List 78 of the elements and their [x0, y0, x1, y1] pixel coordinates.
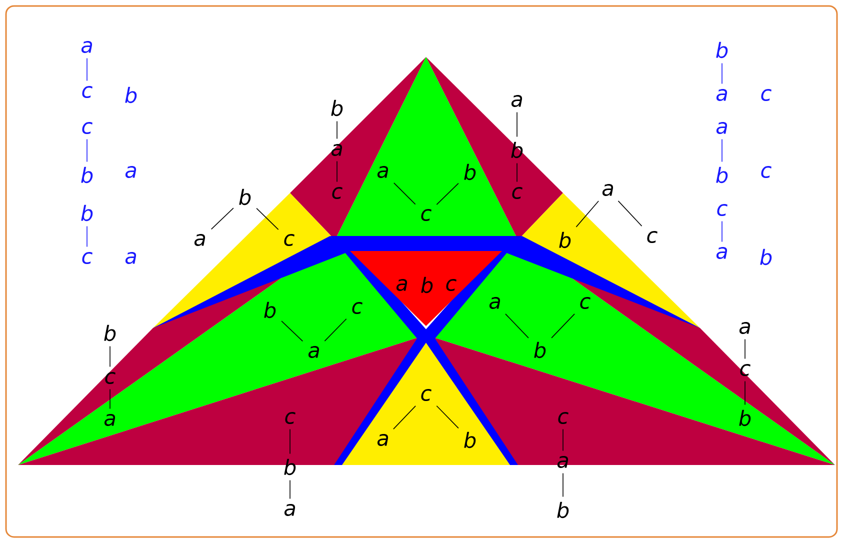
vertex-letter: a	[489, 296, 500, 309]
hasse-line	[516, 162, 518, 182]
vertex-letter: c	[421, 208, 432, 221]
vertex-letter: c	[740, 364, 750, 376]
hasse-line	[394, 182, 416, 205]
letter: b	[125, 86, 137, 104]
vertex-letter: a	[104, 414, 116, 426]
vertex-letter: a	[331, 144, 342, 156]
vertex-letter: c	[352, 302, 362, 314]
vertex-letter: c	[558, 412, 568, 424]
vertex-letter: c	[647, 230, 658, 243]
hasse-line	[393, 406, 416, 430]
hasse-line	[336, 160, 338, 182]
vertex-letter: b	[239, 188, 251, 206]
vertex-letter: b	[716, 166, 728, 184]
vertex-letter: a	[716, 88, 728, 101]
hasse-line	[744, 338, 746, 360]
vertex-letter: a	[602, 184, 614, 196]
hasse-line	[86, 138, 88, 162]
vertex-letter: b	[739, 410, 751, 426]
hasse-line	[551, 314, 575, 338]
letter: b	[760, 248, 772, 266]
hasse-line	[336, 120, 338, 140]
hasse-line	[562, 428, 564, 452]
hasse-line	[576, 200, 599, 228]
vertex-letter: c	[332, 186, 342, 199]
vertex-letter: c	[580, 296, 590, 309]
vertex-letter: b	[716, 42, 728, 58]
hasse-line	[256, 208, 279, 230]
hasse-line	[86, 58, 88, 82]
letter: c	[761, 88, 772, 101]
vertex-letter: c	[82, 86, 92, 98]
vertex-letter: b	[464, 432, 476, 448]
vertex-letter: b	[104, 324, 116, 342]
vertex-letter: a	[194, 234, 206, 246]
vertex-letter: b	[534, 342, 546, 358]
hasse-line	[210, 208, 234, 230]
vertex-letter: a	[308, 346, 320, 358]
letter: b	[421, 276, 433, 294]
vertex-letter: b	[559, 232, 571, 248]
hasse-line	[281, 320, 304, 342]
vertex-letter: b	[464, 164, 476, 180]
vertex-letter: a	[511, 94, 522, 107]
vertex-letter: a	[284, 504, 296, 516]
vertex-letter: c	[421, 388, 432, 401]
letter: c	[761, 166, 772, 178]
letter: a	[125, 166, 136, 178]
vertex-letter: a	[716, 122, 728, 134]
vertex-letter: c	[512, 186, 522, 199]
hasse-line	[516, 112, 518, 138]
hasse-line	[436, 405, 459, 429]
letter: a	[396, 278, 408, 291]
vertex-letter: c	[82, 252, 92, 264]
vertex-letter: b	[81, 166, 93, 184]
vertex-letter: a	[81, 41, 92, 53]
vertex-letter: c	[717, 204, 728, 216]
hasse-line	[618, 200, 642, 226]
vertex-letter: c	[285, 412, 296, 424]
vertex-letter: a	[377, 166, 388, 178]
vertex-letter: a	[377, 434, 388, 446]
vertex-letter: b	[264, 302, 276, 318]
vertex-letter: c	[284, 234, 294, 246]
letter: a	[125, 252, 136, 264]
hasse-line	[436, 182, 459, 205]
vertex-letter: c	[82, 122, 92, 134]
hasse-line	[324, 318, 347, 342]
vertex-letter: a	[716, 246, 728, 259]
letter: c	[446, 278, 456, 291]
vertex-letter: a	[739, 322, 750, 334]
vertex-letter: b	[511, 142, 523, 158]
hasse-line	[562, 472, 564, 498]
hasse-line	[744, 380, 746, 406]
hasse-line	[86, 226, 88, 248]
vertex-letter: b	[81, 204, 93, 222]
vertex-letter: b	[331, 100, 343, 116]
vertex-letter: c	[105, 372, 116, 384]
vertex-letter: b	[557, 502, 569, 518]
hasse-line	[505, 314, 529, 338]
